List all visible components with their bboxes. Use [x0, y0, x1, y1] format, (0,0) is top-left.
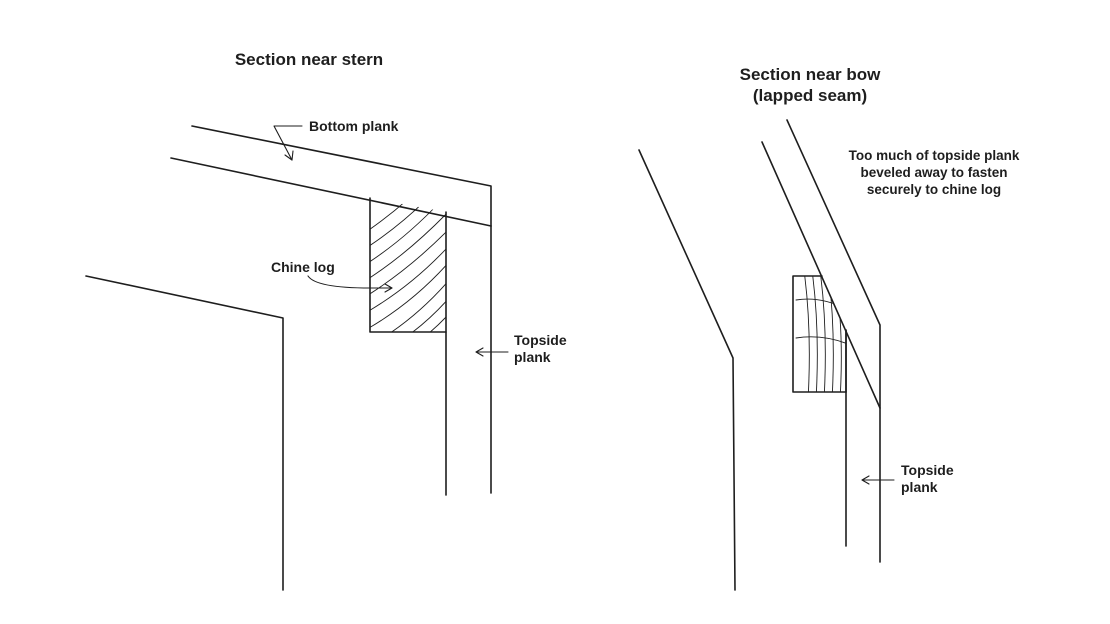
stern-topside-plank-label-line1: Topside: [514, 332, 567, 348]
stern-topside-plank: [445, 211, 492, 496]
bow-outer-hull: [638, 149, 736, 591]
stern-bottom-plank: [170, 125, 492, 227]
bow-bevel-note-line2: beveled away to fasten: [860, 165, 1008, 180]
bow-topside-plank-label-line1: Topside: [901, 462, 954, 478]
stern-topside-plank-arrow-icon: [475, 347, 509, 357]
bow-section: [638, 119, 895, 591]
stern-topside-plank-label-line2: plank: [514, 349, 551, 365]
stern-section-title: Section near stern: [234, 50, 384, 69]
bottom-plank-label: Bottom plank: [309, 118, 399, 134]
bow-topside-plank-arrow-icon: [861, 475, 895, 485]
bow-topside-plank-label: Topside plank: [901, 462, 954, 496]
bow-bevel-note: Too much of topside plank beveled away t…: [820, 147, 1048, 198]
stern-section: [85, 125, 509, 591]
bow-section-title-line1: Section near bow: [739, 65, 881, 84]
bow-bevel-note-line3: securely to chine log: [866, 182, 1002, 197]
stern-inner-frame: [85, 275, 284, 591]
stern-bottom-plank-arrow-icon: [273, 125, 303, 161]
chine-log-label: Chine log: [271, 259, 335, 275]
bow-topside-plank-label-line2: plank: [901, 479, 938, 495]
bow-section-title-line2: (lapped seam): [752, 86, 868, 105]
bow-bevel-note-line1: Too much of topside plank: [848, 148, 1020, 163]
bow-section-title: Section near bow (lapped seam): [700, 64, 920, 106]
stern-topside-plank-label: Topside plank: [514, 332, 567, 366]
stern-chine-log-arrow-icon: [307, 275, 393, 293]
bow-chine-log: [792, 275, 847, 393]
stern-chine-log: [369, 197, 447, 333]
